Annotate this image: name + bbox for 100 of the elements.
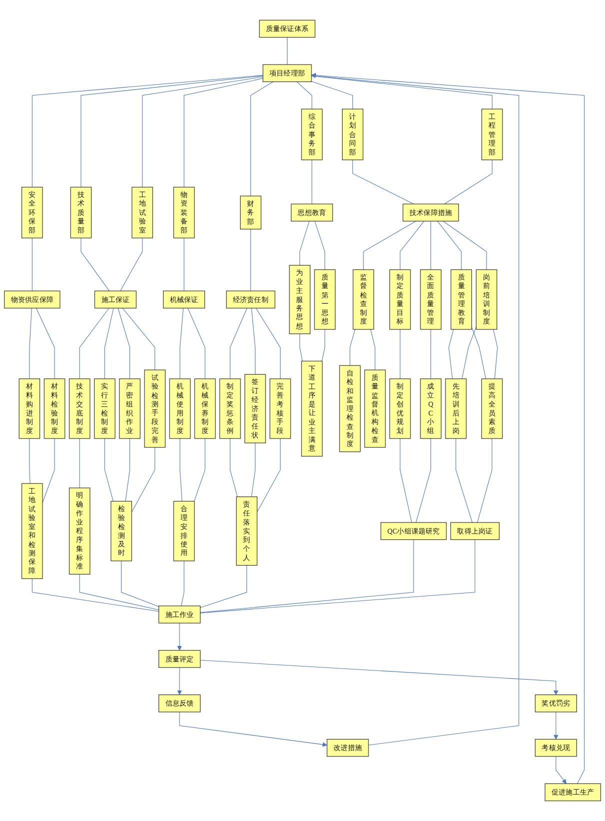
node-box [339,365,361,452]
connector [118,308,130,380]
arrow [177,622,182,651]
arrow [177,667,182,695]
connector [256,438,281,512]
node-box [22,483,43,579]
node-box [219,378,241,439]
node-box [326,738,369,757]
connector [400,220,424,270]
node-box [158,606,201,624]
connector [444,160,492,204]
connector [79,308,110,380]
node-box [44,378,66,439]
connector [296,82,312,110]
node-box [236,496,258,566]
node-box [94,290,136,308]
connector [416,438,432,523]
arrow [311,72,585,784]
connector [462,326,476,380]
node-box [144,370,166,448]
connector [79,438,80,488]
connector [493,329,498,380]
connector [430,329,432,380]
node-box [4,290,60,308]
node-box [173,500,195,562]
connector [477,438,492,523]
node-box [158,650,201,668]
connector [311,76,492,110]
node-box [450,269,472,330]
connector [370,329,376,370]
connector [430,220,432,270]
arrow [200,660,558,695]
connector [363,220,416,270]
connector [322,329,326,362]
node-box [342,108,364,160]
node-box [132,186,153,238]
node-box [289,264,310,334]
node-box [534,694,577,712]
node-box [450,522,500,540]
connector [181,560,184,606]
connector [314,220,326,270]
connector [230,308,248,380]
connector [200,539,414,613]
connector [251,308,256,375]
node-box [534,738,577,757]
node-box [70,186,92,238]
node-box [169,378,191,439]
connector [250,228,251,292]
node-box [352,269,374,330]
node-box [240,196,262,230]
connector [250,82,274,196]
connector [142,76,264,188]
connector [122,308,156,370]
node-box [420,378,442,439]
node-box [68,488,90,574]
arrow [556,756,567,784]
connector [442,220,487,270]
node-box [173,186,195,238]
connector [286,37,288,65]
node-box [420,269,442,330]
node-box [314,269,336,330]
node-box [158,694,201,712]
connector [125,438,130,502]
connector [29,438,30,484]
node-box [259,20,316,38]
node-box [262,64,312,82]
connector [32,578,160,612]
connector [180,438,182,502]
connector [131,447,156,512]
connector [184,78,264,188]
connector [471,326,486,380]
node-box [544,783,601,802]
connector [300,220,310,266]
node-box [389,269,411,330]
connector [29,308,32,380]
connector [456,438,473,523]
node-box [22,186,43,238]
connector [230,438,238,498]
arrow [554,712,558,740]
connector [350,329,356,366]
node-box [380,522,447,540]
arrow [179,712,328,747]
node-box [94,378,116,439]
node-box [226,290,276,308]
connector [200,539,476,614]
node-box [163,290,206,308]
connector [251,442,256,498]
node-box [482,108,503,160]
connector [180,308,184,380]
connector [400,438,412,523]
connector [437,220,462,270]
node-box [244,374,266,444]
node-box [119,378,140,439]
connector [256,308,281,380]
node-box [110,500,132,562]
node-box [68,378,90,439]
connector [200,565,247,608]
connector [104,438,114,502]
connector [36,308,55,380]
node-box [290,204,333,222]
